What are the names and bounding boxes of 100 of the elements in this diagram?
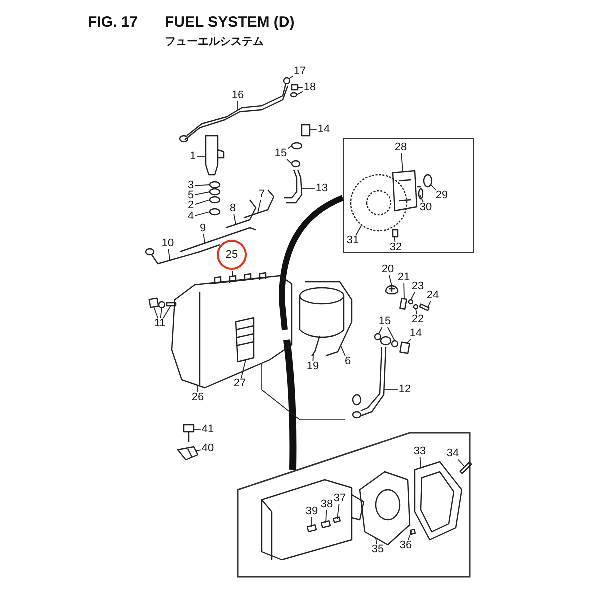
bolt	[460, 462, 472, 474]
leader-line	[194, 184, 210, 186]
callout-number: 1	[190, 152, 196, 162]
bolt	[301, 124, 311, 137]
leader-line	[196, 450, 202, 452]
stud	[410, 528, 416, 536]
fuel-pipe	[305, 281, 353, 357]
washer	[408, 299, 414, 305]
bolt	[419, 304, 430, 312]
callout-number: 16	[232, 92, 244, 100]
leader-line	[378, 327, 383, 334]
callout-number: 22	[412, 316, 424, 324]
callout-number: 2	[188, 202, 194, 210]
bolt	[392, 229, 399, 238]
callout-number: 20	[382, 266, 394, 274]
clip	[148, 298, 160, 308]
leader-line	[430, 184, 437, 191]
washer	[209, 208, 221, 216]
callout-number: 29	[436, 192, 448, 200]
bolt	[166, 302, 177, 307]
nut	[283, 77, 291, 85]
callout-number: 34	[446, 450, 460, 458]
delivery-valve	[214, 272, 267, 285]
leader-line	[298, 87, 304, 88]
callout-number: 23	[412, 282, 424, 292]
washer	[374, 333, 382, 341]
leader-line	[312, 354, 314, 362]
leader-line	[234, 214, 236, 226]
injection-pump	[171, 275, 293, 389]
washer	[291, 160, 301, 168]
inset-frame	[237, 432, 471, 578]
leader-line	[401, 153, 404, 172]
leader-line	[196, 156, 206, 158]
callout-number: 9	[200, 224, 206, 234]
washer	[391, 340, 399, 348]
leader-line	[376, 538, 378, 545]
leader-line	[337, 504, 340, 520]
callout-number: 7	[258, 190, 266, 200]
leader-line	[394, 236, 396, 243]
callout-number: 40	[202, 444, 214, 454]
leader-line	[203, 234, 206, 244]
washer	[209, 196, 221, 204]
subtitle: フューエルシステム	[165, 35, 264, 49]
inset-frame	[343, 138, 474, 253]
banjo-bolt	[291, 84, 299, 91]
washer	[291, 142, 303, 150]
callout-number: 12	[398, 386, 412, 394]
callout-number: 8	[230, 204, 236, 214]
leader-line	[232, 270, 234, 278]
callout-number: 10	[162, 240, 174, 248]
seal-ring	[418, 188, 424, 200]
callout-number: 38	[320, 500, 334, 510]
circled-callout-number: 25	[217, 240, 247, 270]
return-pipe	[283, 169, 303, 204]
callout-number: 39	[306, 508, 318, 516]
callout-number: 3	[188, 182, 194, 190]
washer	[158, 301, 166, 309]
fuel-pipe	[360, 346, 387, 417]
nut	[423, 174, 433, 188]
bolt	[183, 424, 195, 443]
leader-line	[326, 510, 328, 524]
spring	[320, 520, 332, 529]
callout-number: 14	[410, 330, 422, 338]
injection-pipe	[179, 83, 289, 143]
gear-hub	[392, 170, 422, 212]
leader-line	[458, 459, 466, 468]
callout-number: 33	[414, 448, 426, 456]
callout-number: 28	[394, 144, 408, 152]
clip	[400, 298, 408, 310]
fuel-injector	[205, 135, 225, 176]
washer	[209, 188, 221, 196]
leader-line	[428, 301, 432, 309]
washer	[209, 181, 221, 189]
leader-line	[296, 91, 304, 96]
leader-line	[194, 200, 210, 206]
callout-number: 31	[346, 236, 360, 246]
leader-line	[406, 339, 412, 344]
leader-line	[162, 306, 172, 319]
leader-line	[340, 346, 346, 357]
callout-number: 15	[378, 318, 392, 326]
leader-line	[356, 224, 362, 236]
callout-number: 30	[420, 204, 432, 212]
leader-line	[258, 200, 262, 214]
callout-number: 35	[372, 546, 384, 554]
plug	[306, 524, 318, 533]
leader-line	[408, 530, 412, 541]
callout-number: 19	[306, 362, 320, 372]
gear	[350, 174, 408, 232]
title: FUEL SYSTEM (D)	[165, 14, 295, 31]
callout-number: 21	[398, 274, 410, 282]
leader-line	[160, 308, 162, 319]
leader-line	[420, 194, 424, 203]
leader-line	[410, 292, 416, 300]
injection-pipe	[244, 190, 275, 219]
clip	[177, 446, 199, 461]
leader-line	[416, 308, 418, 315]
figure-number: FIG. 17	[88, 14, 138, 31]
callout-number: 32	[390, 244, 402, 252]
leader-line	[302, 188, 316, 190]
callout-number: 24	[426, 292, 440, 300]
